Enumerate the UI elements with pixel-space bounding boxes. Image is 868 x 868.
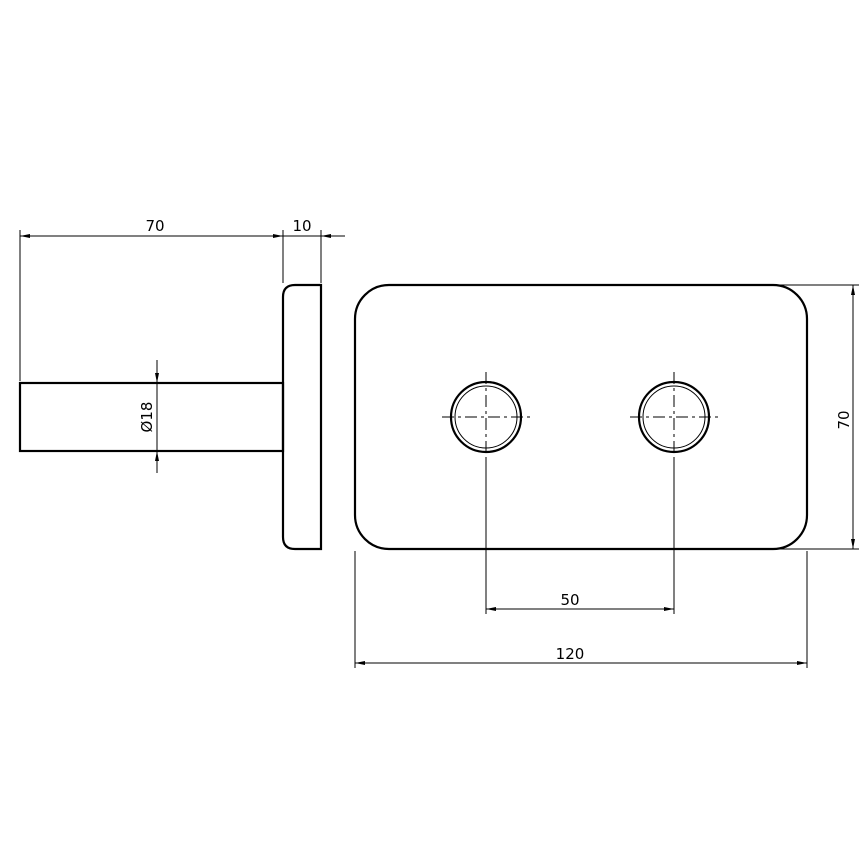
dim-plate-height: 70 bbox=[835, 410, 853, 429]
front-plate bbox=[353, 283, 809, 551]
side-view: 70 10 Ø18 bbox=[18, 217, 345, 551]
side-plate bbox=[281, 283, 323, 551]
dim-shaft-length: 70 bbox=[145, 217, 164, 235]
dim-plate-width: 120 bbox=[556, 645, 585, 663]
hole-right bbox=[630, 372, 718, 460]
dim-hole-spacing: 50 bbox=[560, 591, 579, 609]
hole-left bbox=[442, 372, 530, 460]
dim-plate-thickness: 10 bbox=[292, 217, 311, 235]
front-view: 50 120 70 bbox=[353, 283, 859, 668]
dim-shaft-diameter: Ø18 bbox=[138, 402, 156, 433]
